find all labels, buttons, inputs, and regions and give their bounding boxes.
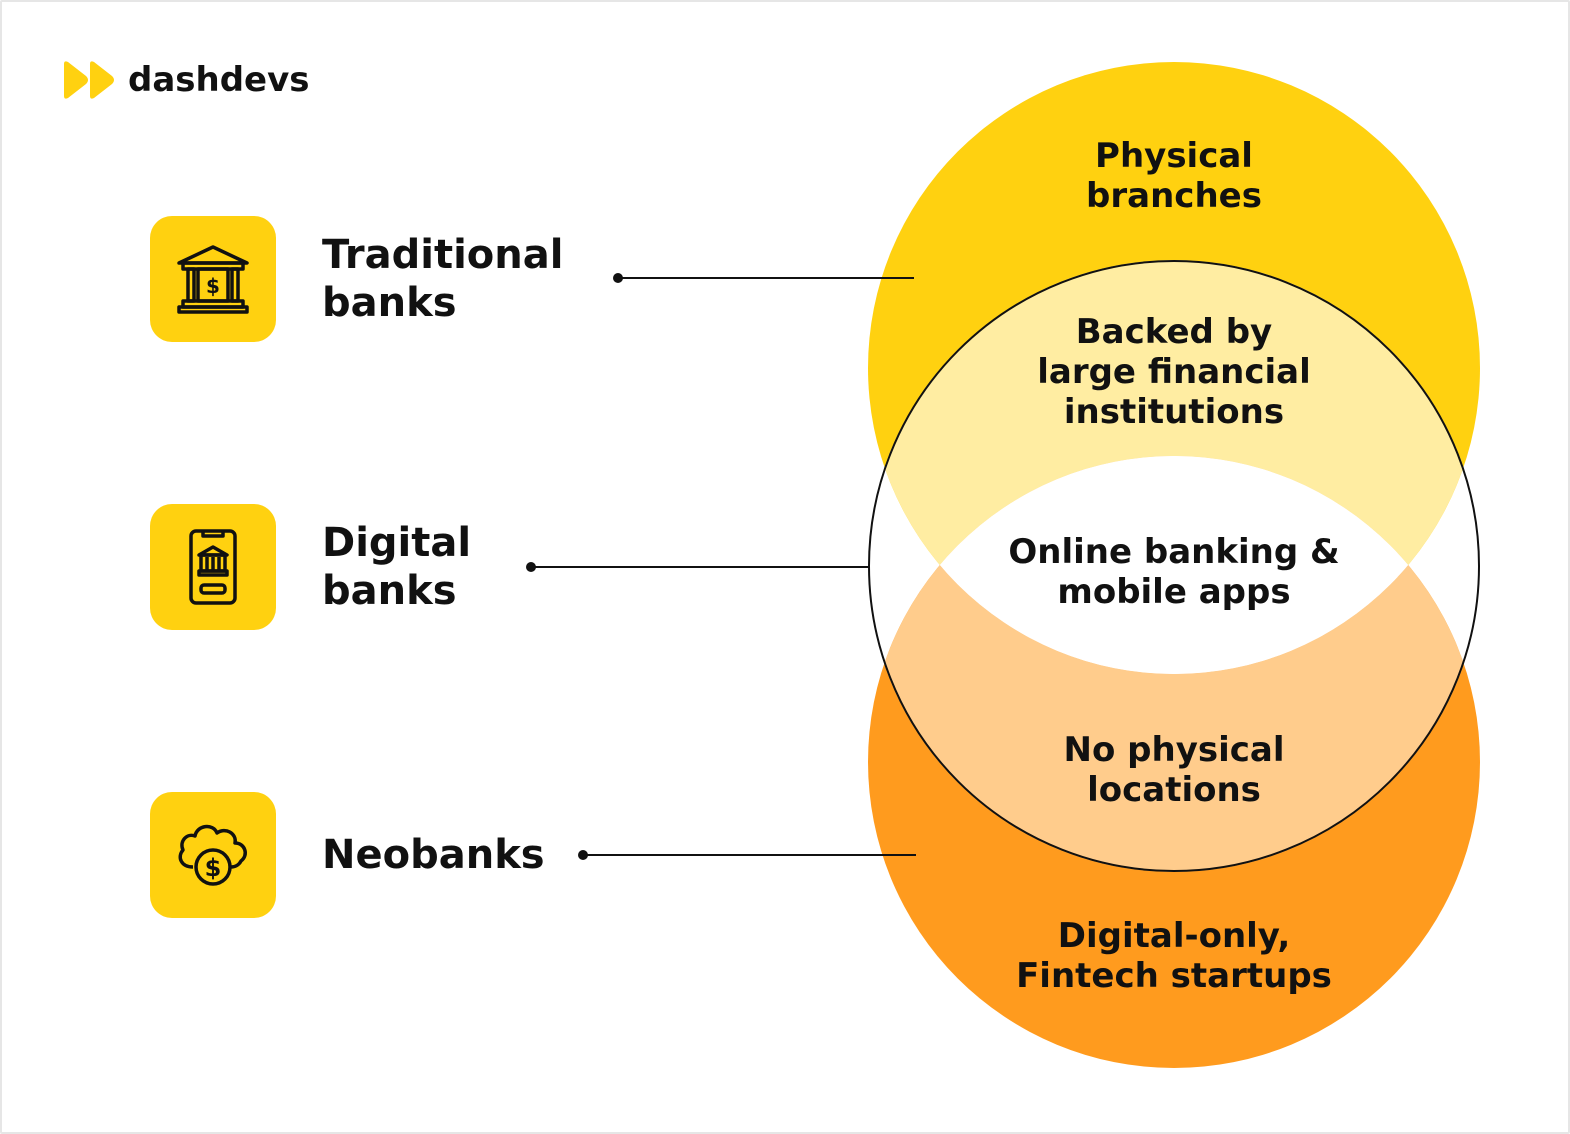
region-bottom-text: Digital-only, Fintech startups [1016,916,1332,996]
connector-dot-neobanks [578,850,588,860]
icon-tile-traditional: $ [150,216,276,342]
cloud-money-icon: $ [178,824,247,886]
category-label: Digital banks [322,520,472,614]
category-label: Traditional banks [322,232,564,326]
mobile-bank-icon [189,529,237,605]
region-overlap-top-text: Backed by large financial institutions [1037,312,1311,432]
region-top-text: Physical branches [1086,136,1262,216]
svg-text:$: $ [206,274,220,298]
region-overlap-bottom-text: No physical locations [1063,730,1285,810]
region-center-text: Online banking & mobile apps [1008,532,1340,612]
brand-logo: dashdevs [62,58,310,102]
icon-tile-neobanks: $ [150,792,276,918]
category-label: Neobanks [322,832,545,878]
connector-dot-traditional [613,273,623,283]
category-neobanks: $ Neobanks [150,792,545,918]
logo-mark-icon [64,61,114,99]
connector-dot-digital [526,562,536,572]
brand-name: dashdevs [128,60,310,100]
svg-text:$: $ [205,854,222,882]
category-traditional-banks: $ Traditional banks [150,216,563,342]
bank-building-icon: $ [177,245,249,314]
category-digital-banks: Digital banks [150,504,471,630]
icon-tile-digital [150,504,276,630]
